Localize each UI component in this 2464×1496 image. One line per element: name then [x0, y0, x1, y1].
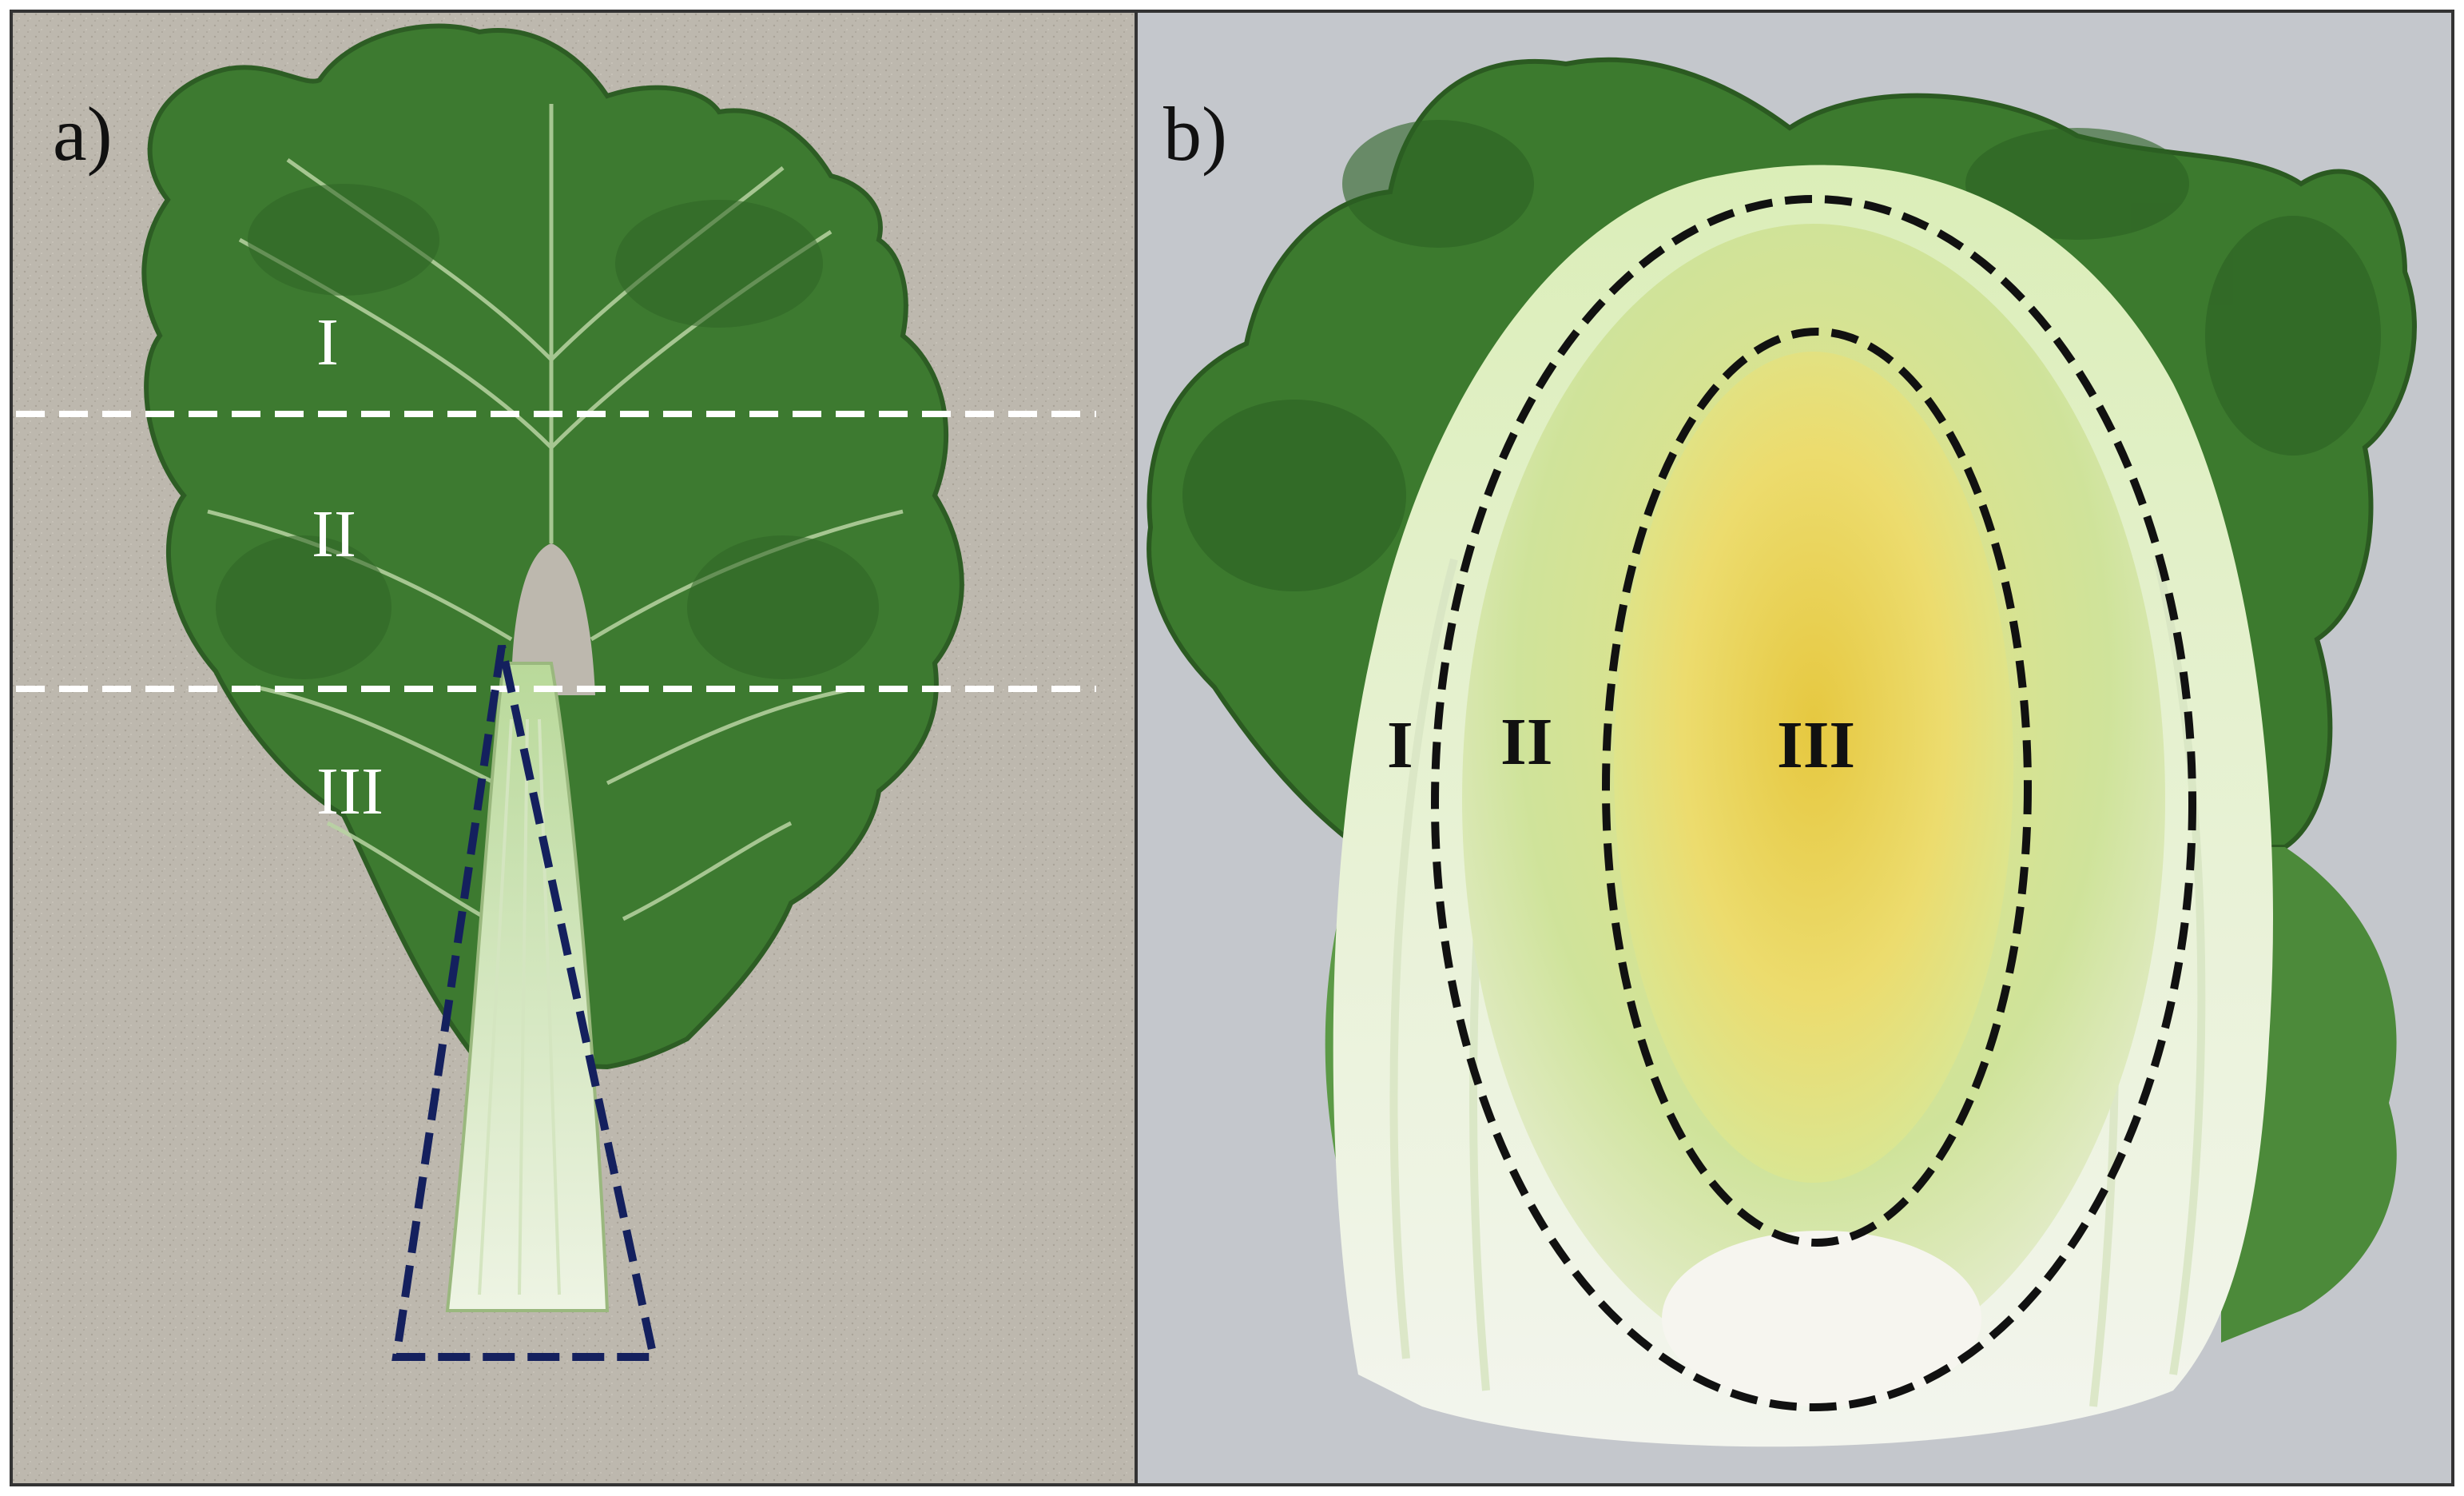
panel-b-zone-2: II: [1500, 705, 1552, 779]
zone-outline-outer: [1431, 195, 2196, 1411]
leaf-shading: [216, 184, 879, 679]
panel-b-zone-3: III: [1777, 708, 1855, 782]
panel-b-letter: b): [1163, 91, 1227, 177]
outer-leaf-shading: [1182, 120, 2381, 591]
stem-base: [1662, 1231, 1981, 1406]
zone-outline-inner: [1602, 328, 2032, 1247]
panel-a-zone-3: III: [316, 754, 384, 829]
core-zone-fill: [1614, 352, 2013, 1183]
midrib-outline: [391, 644, 659, 1361]
panel-a: a) I II III: [10, 10, 1141, 1486]
panel-a-letter: a): [53, 91, 113, 177]
midrib-fibers: [478, 718, 561, 1295]
panel-a-zone-2: II: [312, 497, 356, 571]
panel-b-zone-1: I: [1387, 708, 1413, 782]
panel-b: b) I II III: [1135, 10, 2454, 1486]
panel-a-zone-1: I: [316, 305, 339, 380]
leaf-notch: [511, 543, 595, 695]
